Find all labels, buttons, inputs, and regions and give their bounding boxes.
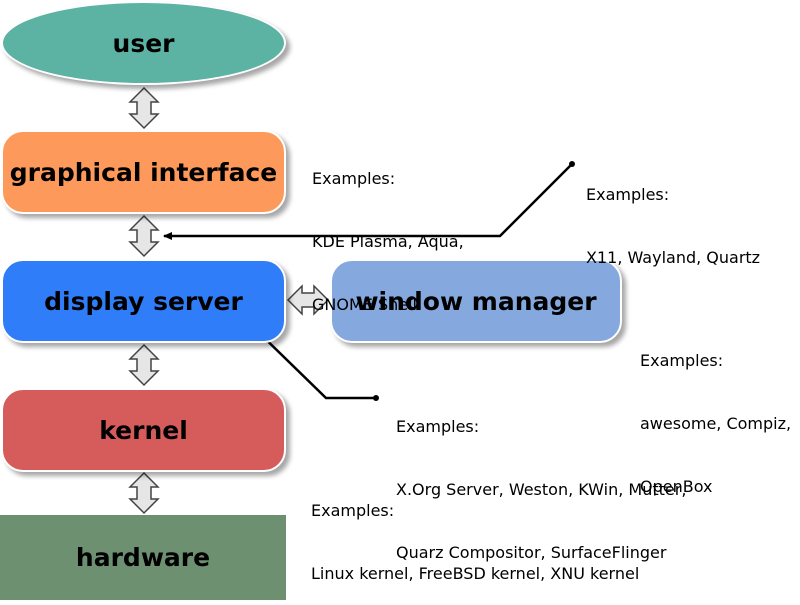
double-arrow-display-wm <box>286 284 330 316</box>
note-line: Examples: <box>640 351 724 370</box>
display-server-label: display server <box>44 286 243 316</box>
note-display-server: Examples: X.Org Server, Weston, KWin, Mu… <box>396 374 686 584</box>
hardware-node: hardware <box>0 515 286 600</box>
window-manager-node: window manager <box>330 259 622 343</box>
window-manager-label: window manager <box>355 286 597 316</box>
pointer-line-display-protocol <box>163 163 573 240</box>
note-line: Linux kernel, FreeBSD kernel, XNU kernel <box>311 564 640 583</box>
note-line: Quarz Compositor, SurfaceFlinger <box>396 543 667 562</box>
double-arrow-user-gui <box>128 86 160 130</box>
user-label: user <box>112 28 175 58</box>
display-server-node: display server <box>1 259 286 343</box>
note-line: Examples: <box>396 417 480 436</box>
note-graphical-interface: Examples: KDE Plasma, Aqua, GNOME Shell <box>312 126 464 336</box>
double-arrow-gui-display <box>128 214 160 258</box>
pointer-line-display-server <box>246 320 376 400</box>
note-kernel: Examples: Linux kernel, FreeBSD kernel, … <box>311 458 639 605</box>
user-node: user <box>1 1 286 85</box>
note-line: OpenBox <box>640 477 713 496</box>
note-line: X.Org Server, Weston, KWin, Mutter, <box>396 480 687 499</box>
double-arrow-kernel-hardware <box>128 471 160 515</box>
note-line: Examples: <box>311 501 395 520</box>
kernel-node: kernel <box>1 388 286 472</box>
double-arrow-display-kernel <box>128 343 160 387</box>
pointer-dot-display-protocol <box>569 161 575 167</box>
note-line: Examples: <box>586 185 670 204</box>
kernel-label: kernel <box>99 415 188 445</box>
note-window-manager: Examples: awesome, Compiz, OpenBox <box>640 308 791 518</box>
note-display-protocol: Examples: X11, Wayland, Quartz <box>586 142 760 289</box>
hardware-label: hardware <box>75 543 211 572</box>
note-line: X11, Wayland, Quartz <box>586 248 761 267</box>
note-line: KDE Plasma, Aqua, <box>312 232 464 251</box>
pointer-dot-display-server <box>373 395 379 401</box>
graphical-interface-node: graphical interface <box>1 130 286 214</box>
note-line: Examples: <box>312 169 396 188</box>
graphical-interface-label: graphical interface <box>9 157 278 187</box>
note-line: awesome, Compiz, <box>640 414 792 433</box>
note-line: GNOME Shell <box>312 295 417 314</box>
